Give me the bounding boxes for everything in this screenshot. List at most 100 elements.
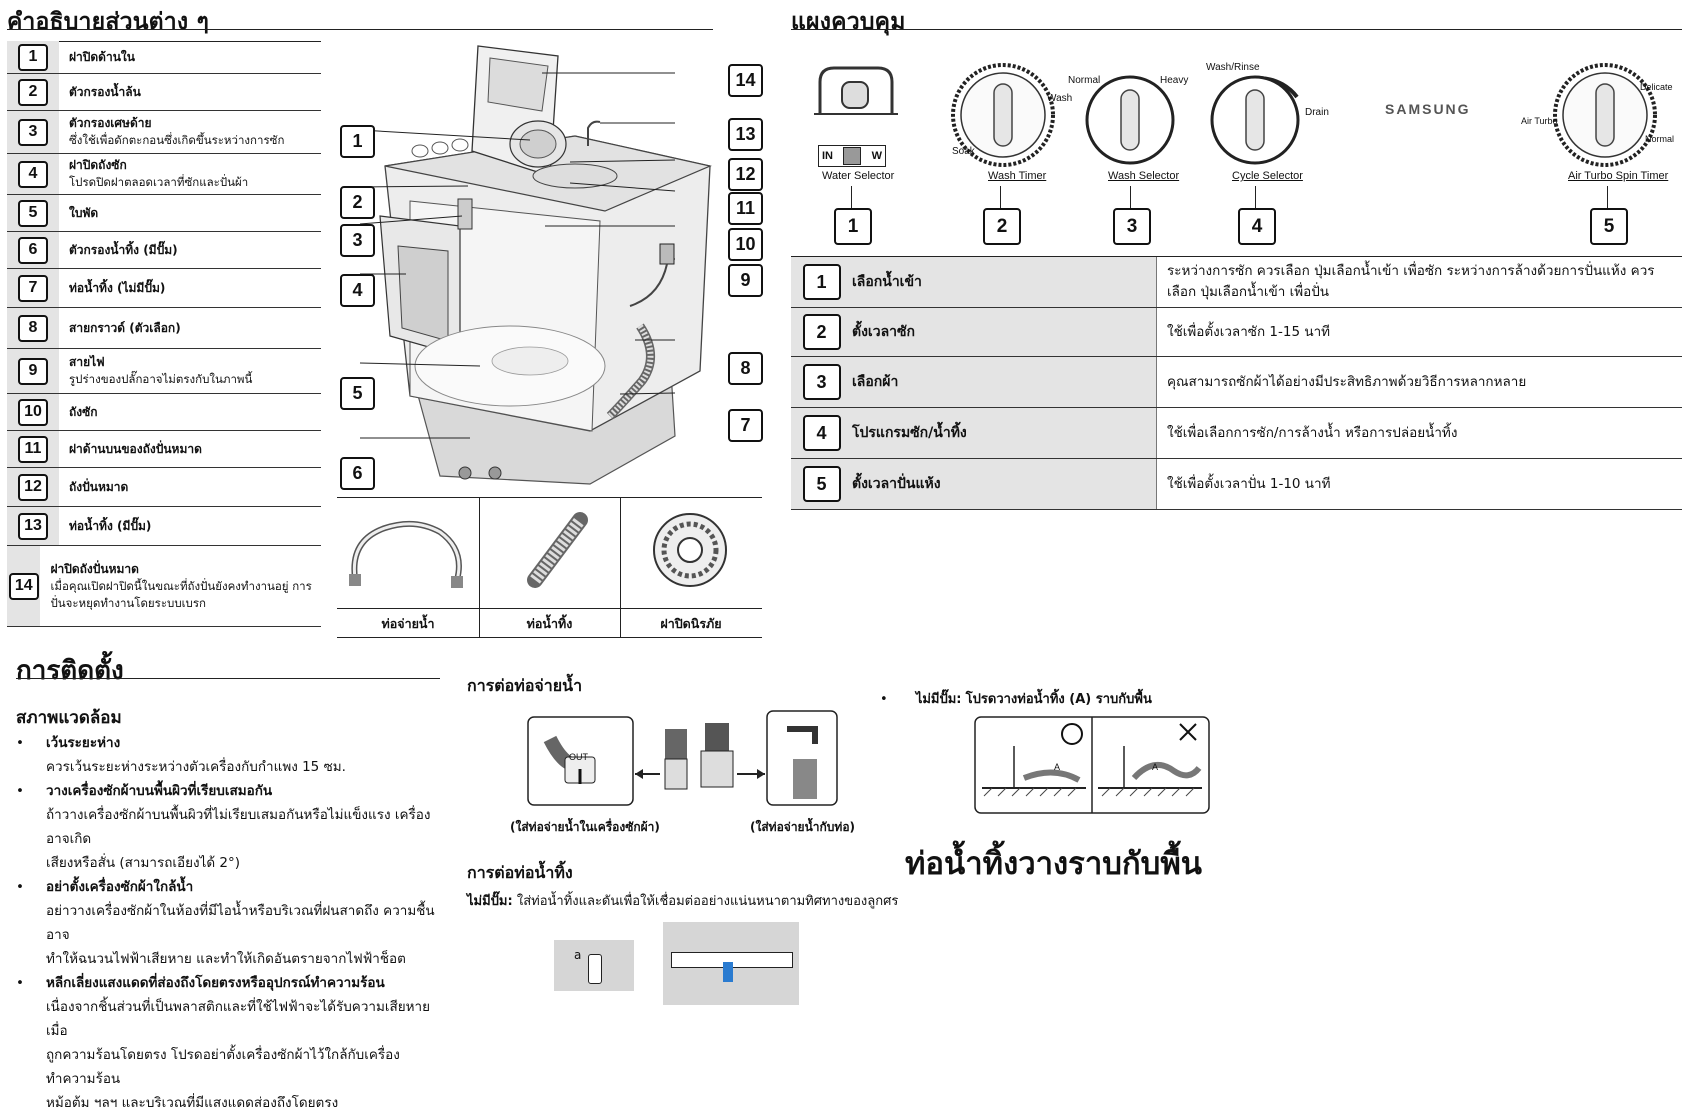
part-row-13: 13 ท่อน้ำทิ้ง (มีปั๊ม) bbox=[7, 507, 321, 546]
marker-5: 5 bbox=[1590, 208, 1628, 245]
part-number: 13 bbox=[18, 512, 48, 540]
spin-air-turbo-text: Air Turbo bbox=[1521, 116, 1558, 126]
control-table: 1 เลือกน้ำเข้า ระหว่างการซัก ควรเลือก ปุ่ม… bbox=[791, 256, 1682, 510]
control-number: 5 bbox=[802, 466, 841, 502]
env-bullet-text: เนื่องจากชิ้นส่วนที่เป็นพลาสติกและที่ใช้… bbox=[46, 999, 431, 1039]
control-row-5: 5 ตั้งเวลาปั่นแห้ง ใช้เพื่อตั้งเวลาปั่น 1-… bbox=[791, 459, 1682, 510]
env-bullet-text: หม้อต้ม ฯลฯ และบริเวณที่มีแสงแดดส่องถึงโ… bbox=[46, 1095, 339, 1111]
part-number: 8 bbox=[18, 314, 48, 342]
part-title: สายกราวด์ (ตัวเลือก) bbox=[69, 320, 181, 335]
marker-2: 2 bbox=[983, 208, 1021, 245]
part-number: 2 bbox=[18, 78, 48, 106]
control-name: โปรแกรมซัก/น้ำทิ้ง bbox=[852, 408, 1157, 458]
control-name: เลือกผ้า bbox=[852, 357, 1157, 407]
wash-timer-label: Wash Timer bbox=[988, 170, 1047, 182]
env-bullets: •เว้นระยะห่างควรเว้นระยะห่างระหว่างตัวเค… bbox=[16, 731, 436, 1115]
part-title: ท่อน้ำทิ้ง (มีปั๊ม) bbox=[69, 518, 152, 533]
callout-14: 14 bbox=[728, 64, 763, 97]
accessory-label-safety-cover: ฝาปิดนิรภัย bbox=[660, 616, 722, 631]
part-number: 7 bbox=[18, 274, 48, 302]
part-title: ใบพัด bbox=[69, 205, 99, 220]
part-title: ถังซัก bbox=[69, 404, 98, 419]
env-bullet-text: ทำให้ฉนวนไฟฟ้าเสียหาย และทำให้เกิดอันตรา… bbox=[46, 951, 406, 967]
no-pump-text: โปรดวางท่อน้ำทิ้ง (A) ราบกับพื้น bbox=[965, 692, 1152, 707]
part-title: ตัวกรองน้ำทิ้ง (มีปั๊ม) bbox=[69, 242, 178, 257]
control-description: ระหว่างการซัก ควรเลือก ปุ่มเลือกน้ำเข้า … bbox=[1167, 263, 1655, 300]
part-description: เมื่อคุณเปิดฝาปิดนี้ในขณะที่ถังปั่นยังคง… bbox=[50, 578, 312, 610]
drain-flat-heading: ท่อน้ำทิ้งวางราบกับพื้น bbox=[905, 846, 1202, 882]
wash-timer-soak-text: Soak bbox=[952, 146, 975, 157]
env-bullet-text: ถูกความร้อนโดยตรง โปรดอย่าตั้งเครื่องซัก… bbox=[46, 1047, 400, 1087]
spin-normal-text: Normal bbox=[1645, 134, 1675, 144]
env-bullet-title: วางเครื่องซักผ้าบนพื้นผิวที่เรียบเสมอกัน bbox=[46, 783, 273, 799]
drain-a-label-bad: A bbox=[1152, 762, 1159, 772]
part-row-10: 10 ถังซัก bbox=[7, 394, 321, 431]
accessory-label-supply-hose: ท่อจ่ายน้ำ bbox=[381, 616, 435, 631]
marker-4: 4 bbox=[1238, 208, 1276, 245]
env-bullet-text: อย่าวางเครื่องซักผ้าในห้องที่มีไอน้ำหรือ… bbox=[46, 903, 435, 943]
part-row-6: 6 ตัวกรองน้ำทิ้ง (มีปั๊ม) bbox=[7, 232, 321, 269]
cycle-wash-rinse-text: Wash/Rinse bbox=[1206, 62, 1260, 73]
safety-cover-icon bbox=[653, 513, 727, 587]
part-description: ซึ่งใช้เพื่อดักตะกอนซึ่งเกิดขึ้นระหว่างก… bbox=[69, 133, 285, 147]
part-number: 5 bbox=[18, 199, 48, 227]
water-selector-switch[interactable]: IN W bbox=[818, 145, 886, 167]
env-bullet-title: อย่าตั้งเครื่องซักผ้าใกล้น้ำ bbox=[46, 879, 194, 895]
wash-timer-knob[interactable] bbox=[950, 60, 1060, 170]
drain-title: การต่อท่อน้ำทิ้ง bbox=[467, 863, 573, 882]
env-bullet-text: ควรเว้นระยะห่างระหว่างตัวเครื่องกับกำแพง… bbox=[46, 759, 346, 775]
callout-13: 13 bbox=[728, 118, 763, 151]
washing-machine-illustration bbox=[359, 45, 712, 485]
part-title: สายไฟ bbox=[69, 355, 105, 369]
control-number: 2 bbox=[802, 314, 841, 350]
control-name: ตั้งเวลาปั่นแห้ง bbox=[852, 459, 1157, 509]
water-selector-label: Water Selector bbox=[822, 170, 895, 182]
callout-7: 7 bbox=[728, 409, 763, 442]
wash-timer-wash-text: Wash bbox=[1047, 93, 1073, 104]
part-number: 10 bbox=[18, 398, 48, 426]
env-bullet-text: เสียงหรือสั่น (สามารถเอียงได้ 2°) bbox=[46, 855, 241, 871]
wash-selector-normal-text: Normal bbox=[1068, 75, 1101, 86]
drain-fig-b bbox=[663, 922, 799, 1005]
callout-2: 2 bbox=[340, 186, 375, 219]
env-bullet-title: เว้นระยะห่าง bbox=[46, 735, 121, 751]
control-row-1: 1 เลือกน้ำเข้า ระหว่างการซัก ควรเลือก ปุ่ม… bbox=[791, 257, 1682, 308]
water-in-label: IN bbox=[822, 150, 833, 162]
spin-timer-label: Air Turbo Spin Timer bbox=[1568, 170, 1669, 182]
control-number: 4 bbox=[802, 415, 841, 451]
part-number: 3 bbox=[18, 118, 48, 146]
callout-5: 5 bbox=[340, 377, 375, 410]
cycle-selector-knob[interactable] bbox=[1205, 62, 1315, 172]
part-number: 6 bbox=[18, 236, 48, 264]
brand-logo: SAMSUNG bbox=[1385, 101, 1471, 117]
drain-placement-diagram bbox=[974, 716, 1210, 814]
callout-9: 9 bbox=[728, 264, 763, 297]
wash-selector-knob[interactable] bbox=[1080, 70, 1180, 170]
control-name: เลือกน้ำเข้า bbox=[852, 257, 1157, 307]
control-number: 3 bbox=[802, 364, 841, 400]
control-description: ใช้เพื่อตั้งเวลาซัก 1-15 นาที bbox=[1167, 323, 1331, 340]
marker-3: 3 bbox=[1113, 208, 1151, 245]
drain-fig-a: a bbox=[554, 940, 634, 991]
part-number: 4 bbox=[18, 160, 48, 188]
part-number: 9 bbox=[18, 357, 48, 385]
control-number: 1 bbox=[802, 264, 841, 300]
control-description: ใช้เพื่อตั้งเวลาปั่น 1-10 นาที bbox=[1167, 475, 1331, 492]
part-number: 14 bbox=[8, 572, 39, 600]
supply-out-label: OUT bbox=[569, 752, 588, 762]
callout-12: 12 bbox=[728, 158, 763, 191]
env-bullet-text: ถ้าวางเครื่องซักผ้าบนพื้นผิวที่ไม่เรียบเ… bbox=[46, 807, 431, 847]
spin-timer-knob[interactable] bbox=[1552, 60, 1662, 170]
supply-caption-left: (ใส่ท่อจ่ายน้ำในเครื่องซักผ้า) bbox=[510, 820, 660, 834]
callout-10: 10 bbox=[728, 228, 763, 261]
